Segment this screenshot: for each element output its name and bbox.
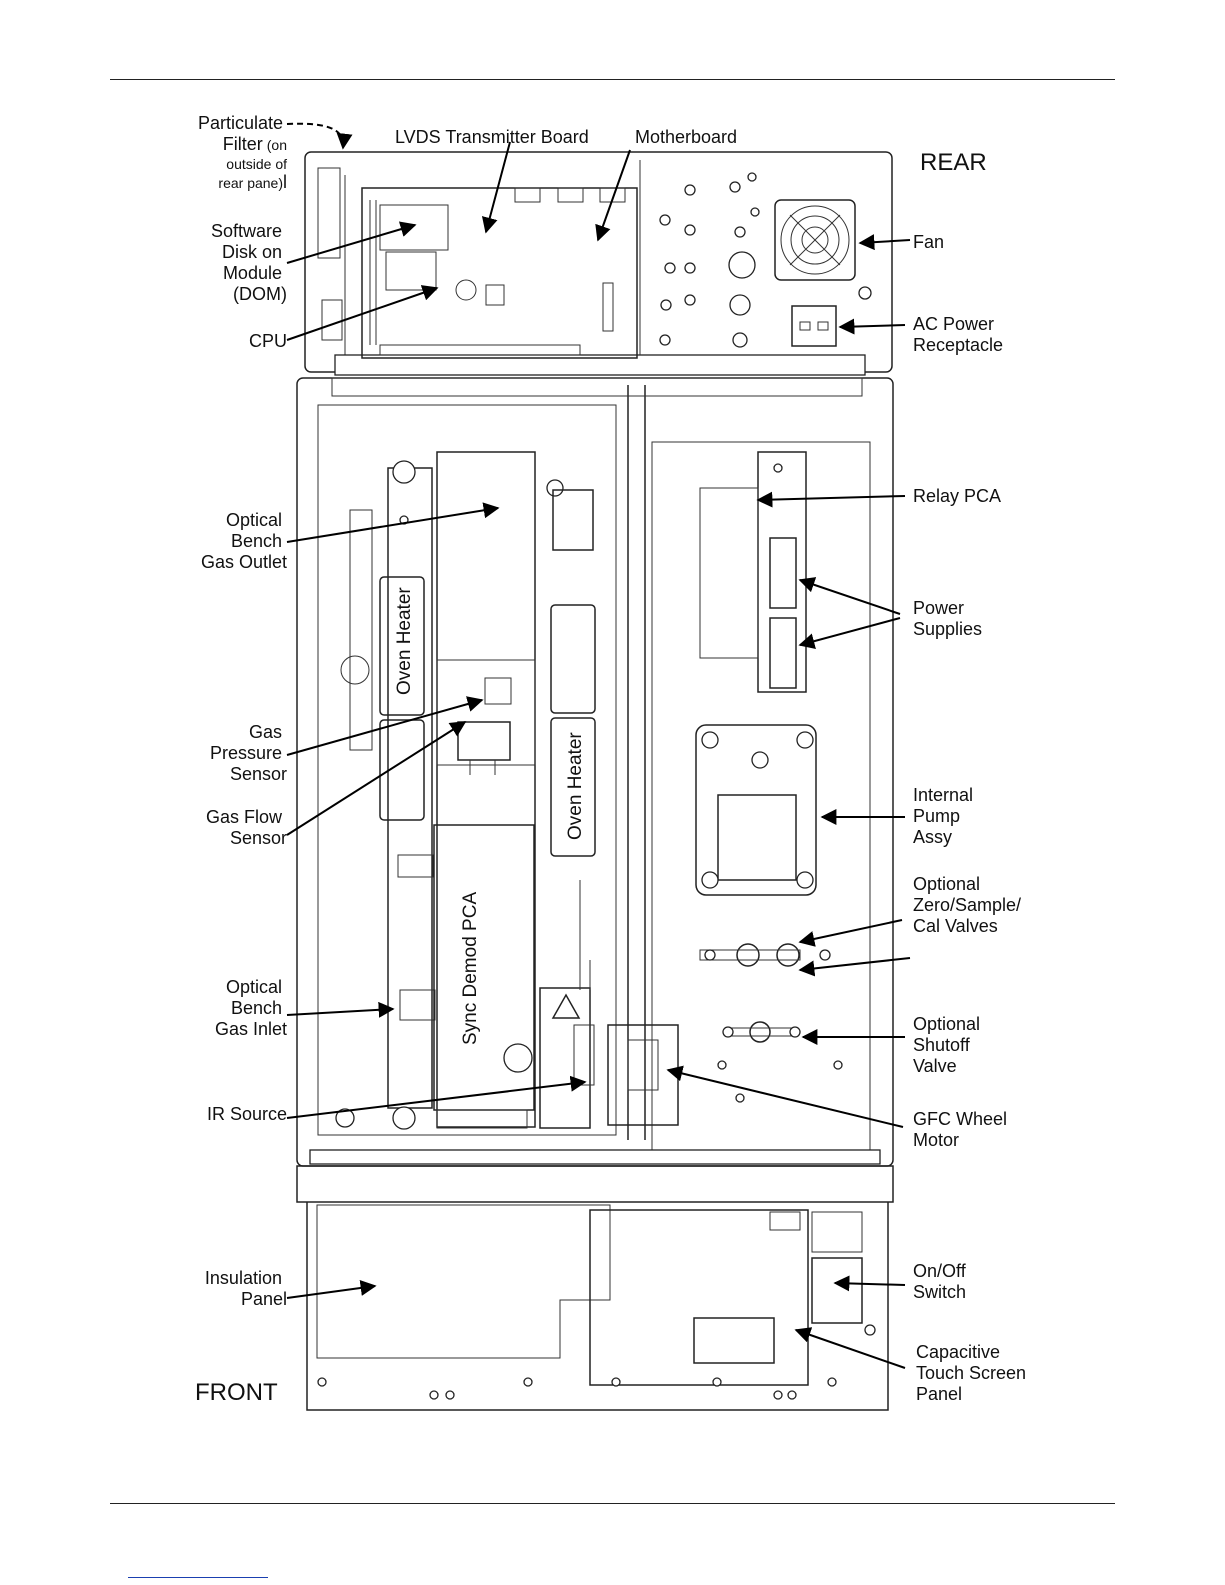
header-rule	[110, 79, 1115, 80]
insulation-label: Insulation Panel	[205, 1268, 287, 1309]
front-section	[306, 1202, 889, 1411]
shutoff-valve	[717, 1021, 843, 1103]
rear-label: REAR	[920, 149, 987, 176]
optical-outlet-label: Optical Bench Gas Outlet	[201, 510, 287, 572]
footer-rule	[110, 1503, 1115, 1504]
rear-panel	[304, 151, 893, 376]
fan	[774, 199, 856, 281]
ir-source-label: IR Source	[207, 1104, 287, 1124]
footer-link[interactable]	[128, 1577, 268, 1578]
particulate-filter-label-3: outside of	[226, 156, 287, 172]
optical-bench	[335, 451, 564, 1130]
oven-heater-right: Oven Heater	[550, 489, 596, 857]
gfc-motor-label: GFC Wheel Motor	[913, 1109, 1012, 1150]
fan-label: Fan	[913, 232, 944, 252]
gas-flow-label: Gas Flow Sensor	[206, 807, 287, 848]
particulate-filter-label: Particulate	[198, 113, 283, 133]
gas-pressure-label: Gas Pressure Sensor	[210, 722, 287, 784]
sensor-block	[436, 659, 536, 775]
relay-pca	[699, 451, 807, 693]
zero-sample-valves	[699, 943, 831, 967]
internal-pump-label: Internal Pump Assy	[913, 785, 978, 847]
onoff-label: On/Off Switch	[913, 1261, 971, 1302]
cpu-board	[361, 187, 638, 359]
ac-power-label: AC Power Receptacle	[913, 314, 1003, 355]
power-supplies-label: Power Supplies	[913, 598, 982, 639]
front-label: FRONT	[195, 1379, 278, 1406]
leader-lines	[286, 122, 911, 1369]
relay-pca-label: Relay PCA	[913, 486, 1001, 506]
capacitive-label: Capacitive Touch Screen Panel	[916, 1342, 1031, 1404]
main-chassis	[296, 377, 894, 1203]
optional-shutoff-label: Optional Shutoff Valve	[913, 1014, 985, 1076]
internal-pump	[695, 724, 817, 896]
particulate-filter-label-2: Filter(on	[223, 134, 287, 154]
lvds-board-label: LVDS Transmitter Board	[395, 127, 589, 147]
rear-plate	[639, 160, 872, 355]
oven-heater-left-label: Oven Heater	[394, 587, 415, 695]
oven-heater-left: Oven Heater	[379, 576, 425, 821]
software-disk-label: Software Disk on Module (DOM)	[211, 221, 287, 304]
optional-valves-label: Optional Zero/Sample/ Cal Valves	[913, 874, 1026, 936]
callout-labels: Particulate Filter(on outside of rear pa…	[195, 113, 1031, 1406]
oven-heater-right-label: Oven Heater	[565, 732, 586, 840]
particulate-filter-label-4: rear pane)l	[218, 172, 287, 192]
sync-demod-label: Sync Demod PCA	[460, 892, 481, 1045]
ac-receptacle	[791, 305, 837, 347]
motherboard-label: Motherboard	[635, 127, 737, 147]
cpu-label: CPU	[249, 331, 287, 351]
optical-inlet-label: Optical Bench Gas Inlet	[215, 977, 287, 1039]
sync-demod-pca: Sync Demod PCA	[433, 824, 535, 1111]
